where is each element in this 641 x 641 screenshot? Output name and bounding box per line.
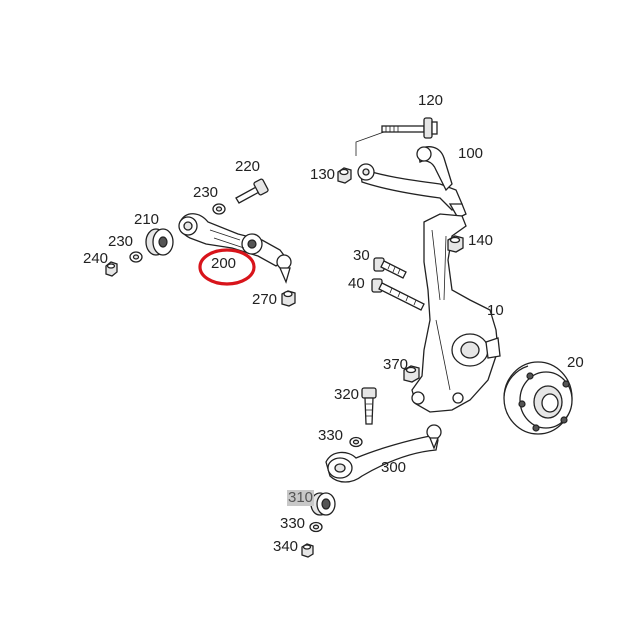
- washer-330-upper[interactable]: [349, 436, 363, 448]
- callout-310: 310: [287, 489, 315, 506]
- callout-130: 130: [310, 166, 336, 183]
- nut-270[interactable]: [281, 290, 296, 307]
- nut-240[interactable]: [105, 261, 118, 277]
- callout-230-lower: 230: [108, 233, 134, 250]
- callout-20: 20: [567, 354, 584, 371]
- bolt-30[interactable]: [373, 257, 407, 279]
- callout-210: 210: [134, 211, 160, 228]
- callout-330-upper: 330: [318, 427, 344, 444]
- bushing-210[interactable]: [145, 228, 174, 256]
- callout-330-lower: 330: [280, 515, 306, 532]
- bolt-220[interactable]: [235, 178, 269, 204]
- callout-140: 140: [468, 232, 494, 249]
- callout-370: 370: [383, 356, 409, 373]
- control-arm-200[interactable]: [178, 213, 292, 284]
- bolt-40[interactable]: [371, 278, 425, 311]
- callout-340: 340: [273, 538, 299, 555]
- nut-130[interactable]: [337, 167, 352, 184]
- callout-270: 270: [252, 291, 278, 308]
- callout-300: 300: [381, 459, 407, 476]
- leader-120: [355, 131, 385, 156]
- lower-control-arm-300[interactable]: [325, 424, 442, 483]
- callout-240: 240: [83, 250, 109, 267]
- washer-330-lower[interactable]: [309, 521, 323, 533]
- bushing-310[interactable]: [310, 492, 336, 516]
- callout-30: 30: [353, 247, 370, 264]
- callout-100: 100: [458, 145, 484, 162]
- nut-340[interactable]: [301, 543, 314, 558]
- callout-320: 320: [334, 386, 360, 403]
- callout-200[interactable]: 200: [211, 255, 237, 272]
- bolt-120[interactable]: [381, 117, 438, 139]
- washer-230-lower[interactable]: [129, 251, 143, 263]
- steering-knuckle-10[interactable]: [411, 213, 501, 413]
- callout-220: 220: [235, 158, 261, 175]
- upper-control-arm-100[interactable]: [357, 146, 467, 219]
- wheel-hub-20[interactable]: [503, 361, 573, 435]
- nut-140[interactable]: [447, 235, 464, 253]
- callout-10: 10: [487, 302, 504, 319]
- highlight-circle: [198, 248, 256, 286]
- callout-120: 120: [418, 92, 444, 109]
- callout-40: 40: [348, 275, 365, 292]
- callout-230-upper: 230: [193, 184, 219, 201]
- bolt-320[interactable]: [361, 387, 377, 425]
- nut-370[interactable]: [403, 365, 420, 383]
- washer-230-upper[interactable]: [212, 203, 226, 215]
